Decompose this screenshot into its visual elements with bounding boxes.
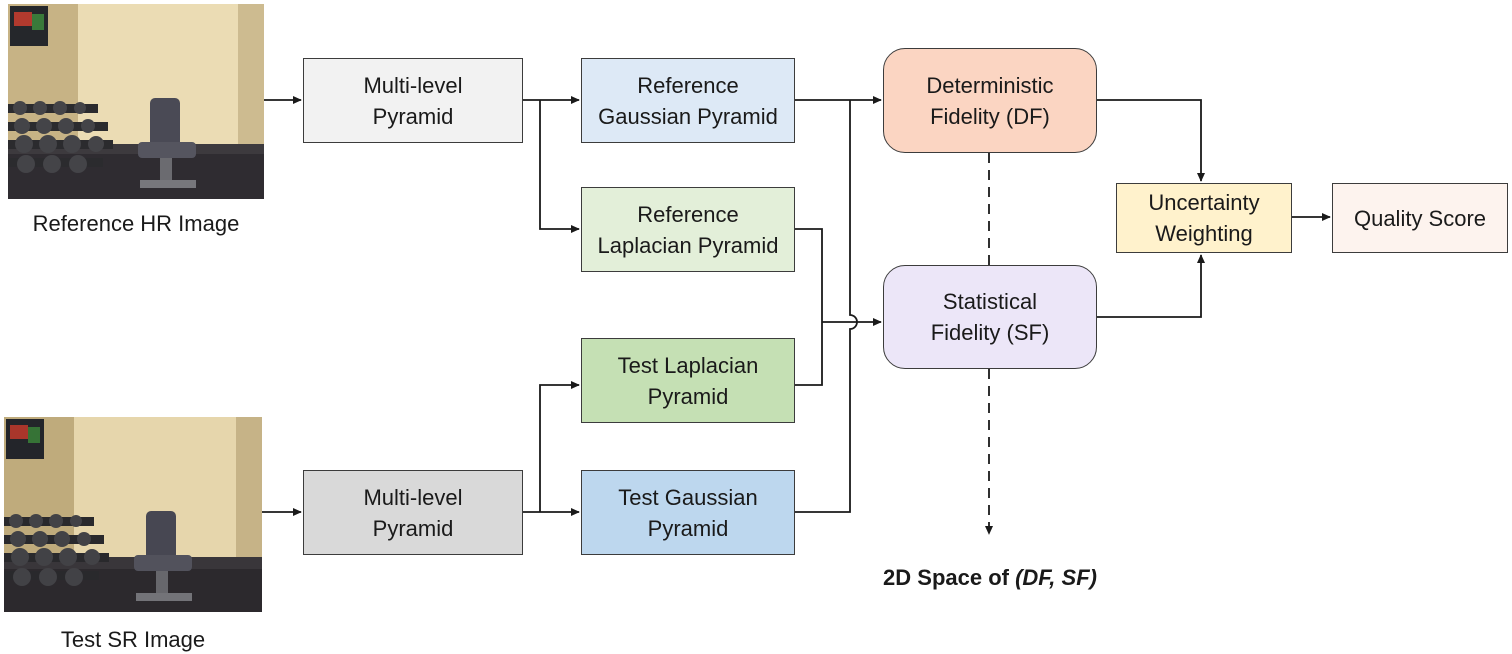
arrow-test-pyramid-to-laplacian <box>539 380 580 512</box>
test-sr-image <box>4 417 262 612</box>
test-multilevel-pyramid-box: Multi-level Pyramid <box>303 470 523 555</box>
line-test-gaussian-to-df <box>795 100 858 513</box>
reference-hr-image <box>8 4 264 199</box>
arrow-df-to-uncertainty <box>1097 99 1206 182</box>
2d-space-label: 2D Space of (DF, SF) <box>860 565 1120 591</box>
reference-image-caption: Reference HR Image <box>32 211 240 236</box>
test-gaussian-pyramid-box: Test Gaussian Pyramid <box>581 470 795 555</box>
line-test-laplacian-to-sf <box>795 322 823 386</box>
test-laplacian-pyramid-box: Test Laplacian Pyramid <box>581 338 795 423</box>
2d-space-label-prefix: 2D Space of <box>883 565 1016 590</box>
2d-space-label-emphasis: (DF, SF) <box>1015 565 1097 590</box>
ref-laplacian-pyramid-box: Reference Laplacian Pyramid <box>581 187 795 272</box>
arrow-sf-to-uncertainty <box>1097 254 1206 318</box>
ref-multilevel-pyramid-box: Multi-level Pyramid <box>303 58 523 143</box>
deterministic-fidelity-box: Deterministic Fidelity (DF) <box>883 48 1097 153</box>
ref-gaussian-pyramid-box: Reference Gaussian Pyramid <box>581 58 795 143</box>
arrow-ref-pyramid-to-laplacian <box>539 100 580 234</box>
quality-score-box: Quality Score <box>1332 183 1508 253</box>
uncertainty-weighting-box: Uncertainty Weighting <box>1116 183 1292 253</box>
statistical-fidelity-box: Statistical Fidelity (SF) <box>883 265 1097 369</box>
line-ref-laplacian-to-sf <box>795 228 823 322</box>
test-image-caption: Test SR Image <box>60 627 206 652</box>
